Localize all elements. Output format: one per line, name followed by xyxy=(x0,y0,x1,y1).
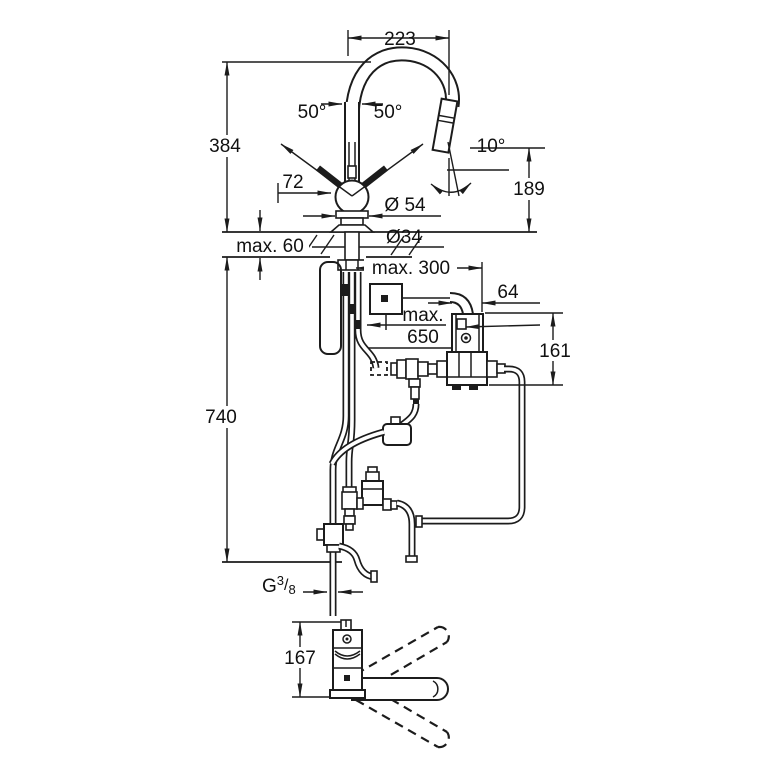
inline-filter xyxy=(382,416,412,446)
angle-right-label: 50° xyxy=(374,102,403,123)
handle-neutral-mark xyxy=(347,165,357,179)
handle-ball-joint xyxy=(334,179,370,215)
max-650-label-line2: 650 xyxy=(407,327,439,348)
thermostatic-valve xyxy=(361,480,384,506)
handle-lever-left xyxy=(315,165,344,189)
angle-spray-label: 10° xyxy=(477,136,506,157)
dim-740-label: 740 xyxy=(205,407,237,428)
mounting-plate xyxy=(319,261,342,355)
check-valve-row xyxy=(370,358,448,380)
max-300-label: max. 300 xyxy=(372,258,450,279)
max-60-label: max. 60 xyxy=(236,236,304,257)
dim-223-label: 223 xyxy=(384,29,416,50)
dim-64-label: 64 xyxy=(497,282,519,303)
escutcheon xyxy=(328,224,376,233)
hose-end-cap xyxy=(415,515,423,528)
dim-189-label: 189 xyxy=(513,179,545,200)
hanging-fitting xyxy=(408,378,421,405)
angle-stop-valve xyxy=(316,523,344,553)
hose-end-cap xyxy=(405,555,418,563)
dia-34-label: Ø34 xyxy=(386,227,422,248)
max-650-label-line1: max. xyxy=(402,305,443,326)
spout-top-view xyxy=(351,677,449,701)
dim-167-label: 167 xyxy=(284,648,316,669)
mounting-shank xyxy=(344,231,360,261)
thread-size-label: G3/8 xyxy=(262,573,296,597)
handle-lever-right xyxy=(360,165,389,189)
angle-left-label: 50° xyxy=(298,102,327,123)
hose-end-cap xyxy=(370,570,378,583)
pullout-spray-head xyxy=(431,97,459,154)
dim-72-label: 72 xyxy=(282,172,303,193)
dim-161-label: 161 xyxy=(539,341,571,362)
base-flange-top-view xyxy=(329,689,366,699)
counter-section xyxy=(222,231,537,258)
dimension-annotations: 223 384 50° 50° 72 10° 189 Ø 54 Ø34 max.… xyxy=(197,29,576,698)
dia-54-label: Ø 54 xyxy=(384,195,426,216)
control-box xyxy=(446,313,506,390)
supply-fittings xyxy=(341,466,398,531)
faucet-side-view xyxy=(315,54,459,271)
dim-384-label: 384 xyxy=(209,136,241,157)
faucet-top-view xyxy=(329,619,450,749)
